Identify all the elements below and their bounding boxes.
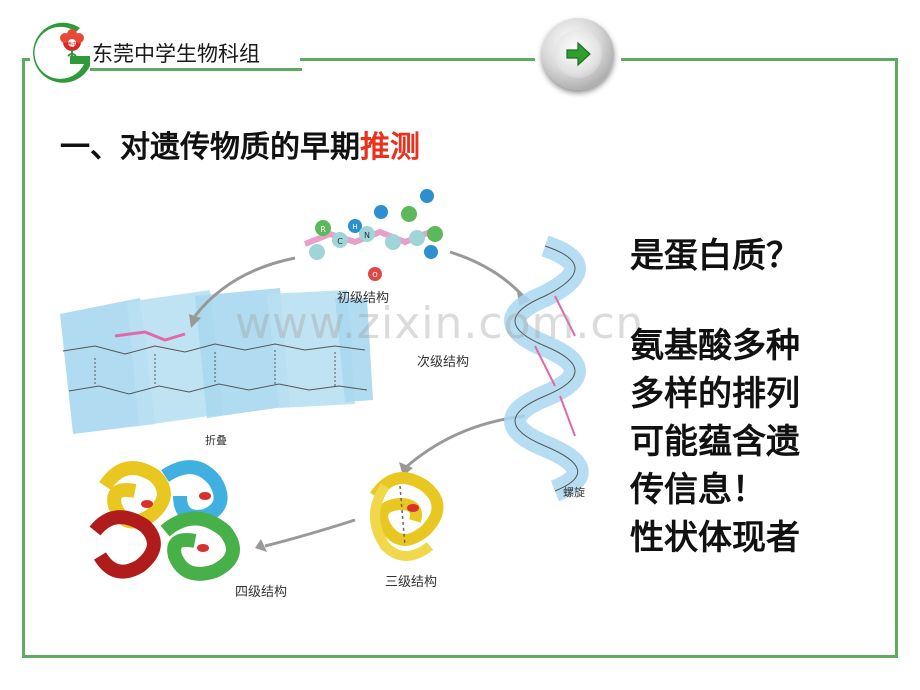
watermark: www.zixin.com.cn [235, 298, 645, 349]
title-highlight: 推测 [360, 130, 420, 165]
arrow-right-icon [566, 41, 591, 67]
primary-structure-label: 初级结构 [337, 291, 389, 306]
fold-label: 折叠 [205, 433, 227, 447]
atom-c-label: C [337, 237, 343, 246]
slide-frame [22, 58, 898, 658]
title-main: 一、对遗传物质的早期 [60, 130, 360, 165]
header-underline [90, 68, 302, 71]
atom-n-label: N [364, 231, 370, 240]
primary-structure-molecule: R N H C O [303, 189, 443, 281]
atom-r-label: R [320, 225, 326, 234]
quaternary-structure-label: 四级结构 [235, 585, 287, 600]
next-slide-button[interactable] [542, 18, 614, 90]
side-line: 传信息！ [630, 470, 766, 510]
frame-gap [30, 50, 300, 66]
logo-text: 莞中 [67, 41, 77, 48]
side-line: 可能蕴含遗 [630, 422, 800, 462]
page-title: 一、对遗传物质的早期推测 [60, 122, 420, 166]
alpha-helix-illustration [504, 235, 589, 502]
tertiary-structure-label: 三级结构 [385, 575, 437, 590]
beta-sheet-illustration [60, 288, 373, 434]
helix-label: 螺旋 [563, 485, 585, 499]
atom-o-label: O [372, 271, 378, 279]
side-text-block: 是蛋白质？ 氨基酸多种 多样的排列 可能蕴含遗 传信息！ 性状体现者 [630, 232, 870, 562]
tertiary-structure-illustration [370, 472, 444, 561]
protein-structure-figure: 折叠 R N H C O 初级结构 次级结构 螺旋 [60, 189, 589, 600]
side-line: 多样的排列 [630, 374, 800, 414]
question-text: 是蛋白质？ [630, 236, 800, 276]
side-line: 氨基酸多种 [630, 326, 800, 366]
secondary-structure-label: 次级结构 [417, 354, 469, 370]
school-name: 东莞中学生物科组 [92, 42, 260, 66]
quaternary-structure-illustration [89, 460, 240, 581]
school-logo-icon: 莞中 [33, 22, 90, 83]
side-line: 性状体现者 [630, 518, 800, 558]
atom-h-label: H [352, 223, 357, 231]
